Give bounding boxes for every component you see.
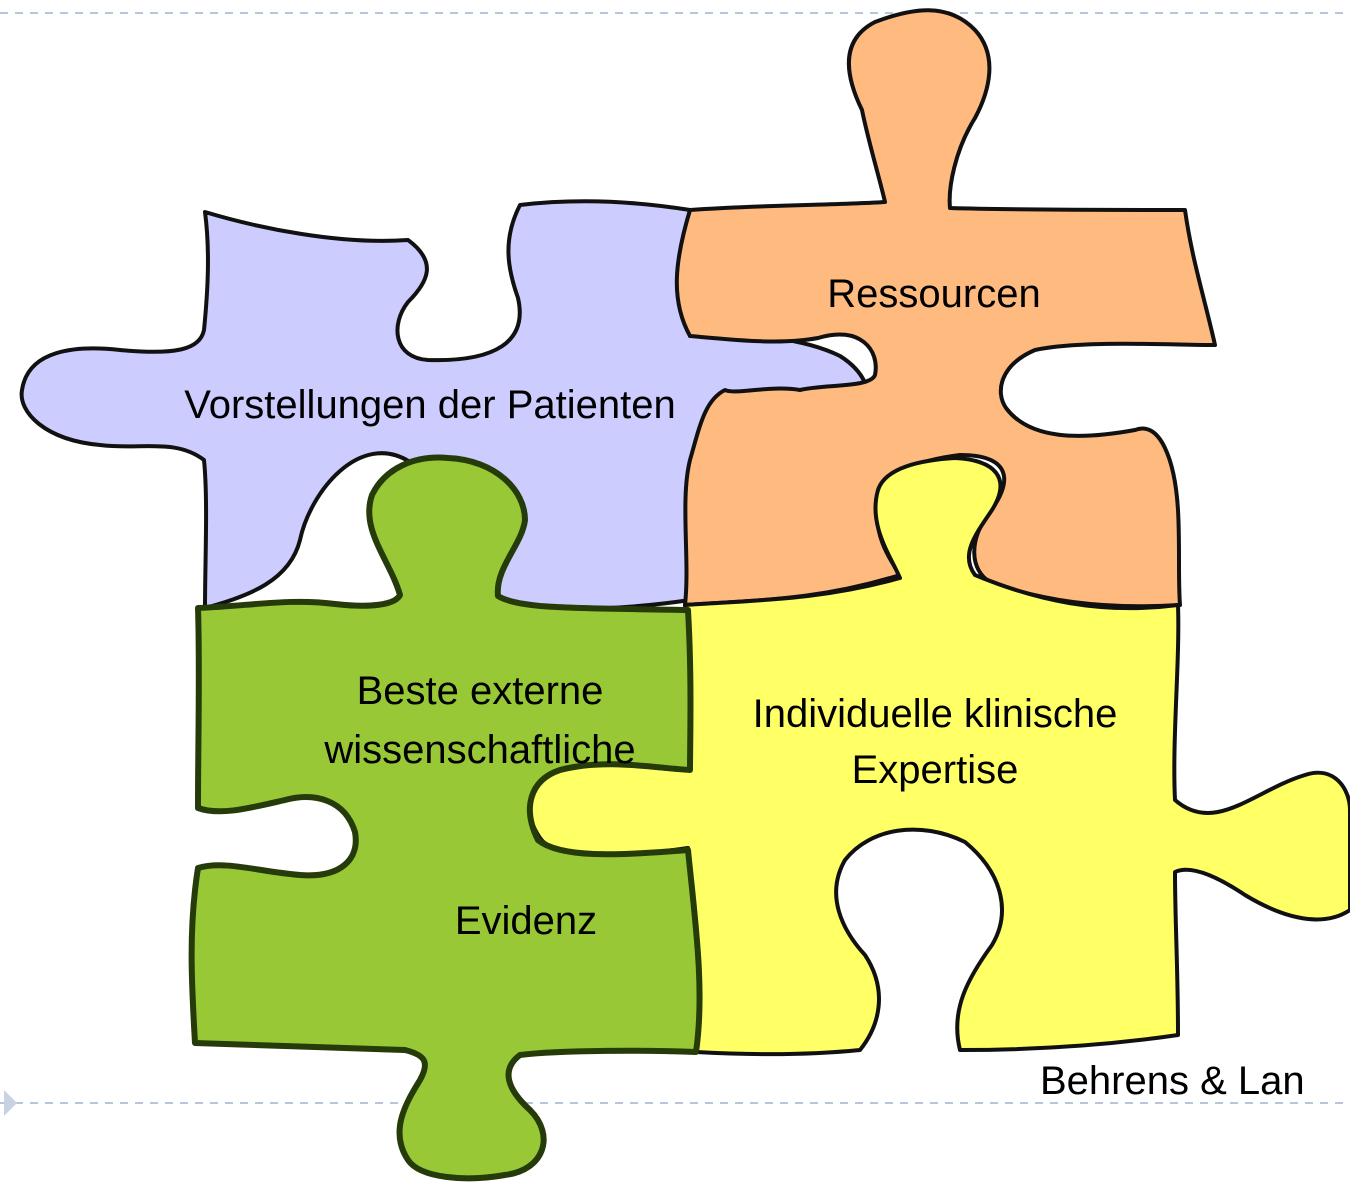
label-evidence-line3: Evidenz xyxy=(455,899,597,943)
label-expertise-line2: Expertise xyxy=(852,748,1019,792)
label-expertise-line1: Individuelle klinische xyxy=(753,692,1118,736)
bullet-triangle-icon xyxy=(4,1090,17,1116)
citation-text: Behrens & Lan xyxy=(1040,1059,1305,1103)
label-patients: Vorstellungen der Patienten xyxy=(184,383,675,427)
puzzle-piece-resources xyxy=(674,8,1217,609)
label-resources: Ressourcen xyxy=(827,272,1040,316)
puzzle-piece-evidence xyxy=(188,454,703,1182)
label-evidence-line2: wissenschaftliche xyxy=(323,728,635,772)
label-evidence-line1: Beste externe xyxy=(357,669,604,713)
